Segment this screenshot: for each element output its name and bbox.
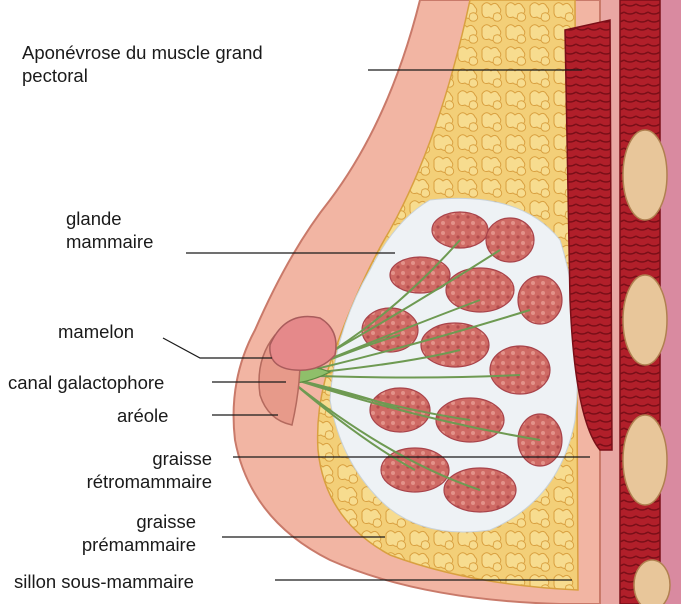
label-aponevrose-line2: pectoral <box>22 64 263 87</box>
label-sillon-text: sillon sous-mammaire <box>14 570 194 593</box>
label-aponevrose-line1: Aponévrose du muscle grand <box>22 41 263 64</box>
label-graisse-retro-line2: rétromammaire <box>40 470 212 493</box>
label-glande-line2: mammaire <box>66 230 153 253</box>
label-canal: canal galactophore <box>8 371 164 394</box>
label-graisse-retro: graisse rétromammaire <box>40 447 212 493</box>
label-glande-line1: glande <box>66 207 153 230</box>
label-graisse-retro-line1: graisse <box>40 447 212 470</box>
label-mamelon: mamelon <box>58 320 134 343</box>
label-areole: aréole <box>117 404 168 427</box>
label-areole-text: aréole <box>117 404 168 427</box>
label-aponevrose: Aponévrose du muscle grand pectoral <box>22 41 263 87</box>
label-canal-text: canal galactophore <box>8 371 164 394</box>
label-graisse-pre: graisse prémammaire <box>30 510 196 556</box>
label-graisse-pre-line2: prémammaire <box>30 533 196 556</box>
label-glande: glande mammaire <box>66 207 153 253</box>
label-graisse-pre-line1: graisse <box>30 510 196 533</box>
label-mamelon-text: mamelon <box>58 320 134 343</box>
label-sillon: sillon sous-mammaire <box>14 570 194 593</box>
